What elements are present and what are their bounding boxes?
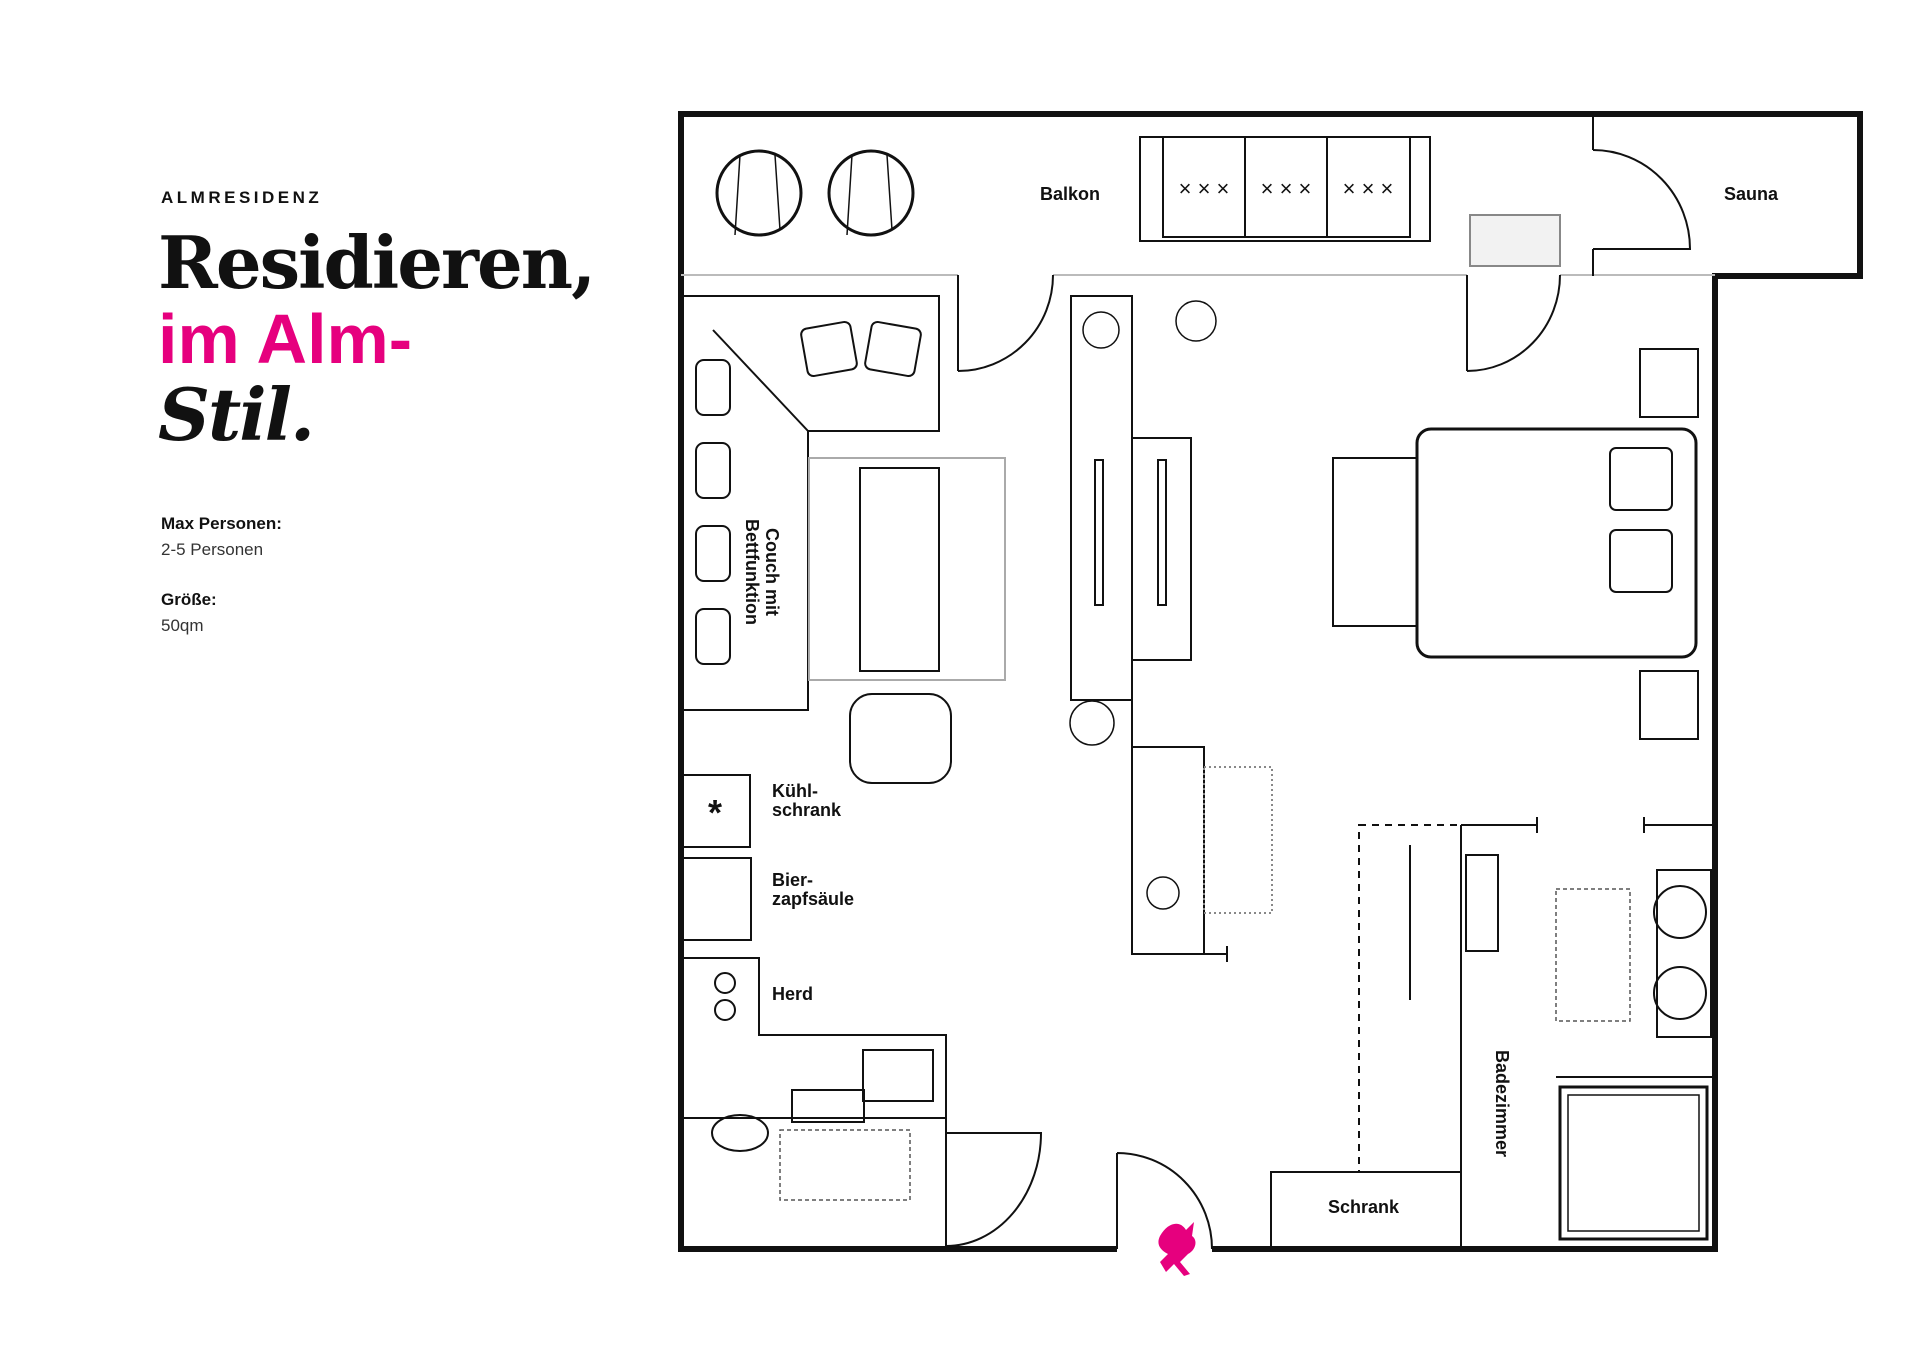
label-bier-line1: Bier- [772,870,813,890]
desk-rug [1203,766,1273,914]
svg-text:× × ×: × × × [1261,176,1312,201]
room-label-sauna: Sauna [1724,184,1779,204]
balcony-sofa: × × × × × × × × × [1139,136,1431,242]
fact-size: Größe: 50qm [161,590,217,636]
headline-line-2: im Alm- [158,300,413,378]
balcony-mat [1469,214,1561,267]
pegasus-logo-icon [1158,1222,1196,1276]
stove-burner-icon [714,999,736,1021]
wc-sink [791,1089,865,1123]
fact-value: 2-5 Personen [161,540,264,559]
label-herd: Herd [772,984,813,1004]
nightstand [1639,348,1699,418]
bath-rug [1555,888,1631,1022]
vanity [1656,869,1712,1038]
bed [1415,427,1698,659]
wardrobe-rail [1358,824,1462,1173]
pillow [1609,447,1673,511]
outer-wall [678,111,1863,1252]
shower [1558,1085,1709,1241]
blanket [1332,457,1418,627]
headline-line-3: Stil. [158,372,315,457]
toilet [711,1114,769,1152]
sink-icon [1653,885,1707,939]
label-couch-line1: Couch mit [762,528,782,616]
fact-label: Größe: [161,590,217,609]
fact-max-persons: Max Personen: 2-5 Personen [161,514,282,560]
svg-text:× × ×: × × × [1343,176,1394,201]
label-bier-line2: zapfsäule [772,889,854,909]
balcony-chairs [715,149,915,237]
headline: Residieren, im Alm- Stil. [158,220,596,457]
coffee-table [859,467,940,672]
room-label-badezimmer: Badezimmer [1492,1050,1512,1157]
tv [1094,459,1167,606]
armchair [849,693,952,784]
label-kuehlschrank-line2: schrank [772,800,842,820]
label-schrank: Schrank [1328,1197,1400,1217]
fact-label: Max Personen: [161,514,282,533]
fact-value: 50qm [161,616,204,635]
kitchen-sink [862,1049,934,1102]
shower-tray [1567,1094,1700,1232]
stove-burner-icon [714,972,736,994]
snowflake-icon: * [708,792,722,833]
nightstand [1639,670,1699,740]
sink-icon [1653,966,1707,1020]
room-label-balkon: Balkon [1040,184,1100,204]
plant-icon [1069,300,1217,910]
wc-rug [779,1129,911,1201]
interior-walls [680,114,1715,1250]
couch-cushions [695,320,922,665]
radiator [1465,854,1499,952]
rug [808,457,1006,681]
pillow [1609,529,1673,593]
brand-name: ALMRESIDENZ [161,188,323,207]
headline-line-1: Residieren, [158,220,596,305]
label-couch-line2: Bettfunktion [742,519,762,625]
label-kuehlschrank-line1: Kühl- [772,781,818,801]
doors [945,149,1692,1250]
svg-text:× × ×: × × × [1179,176,1230,201]
